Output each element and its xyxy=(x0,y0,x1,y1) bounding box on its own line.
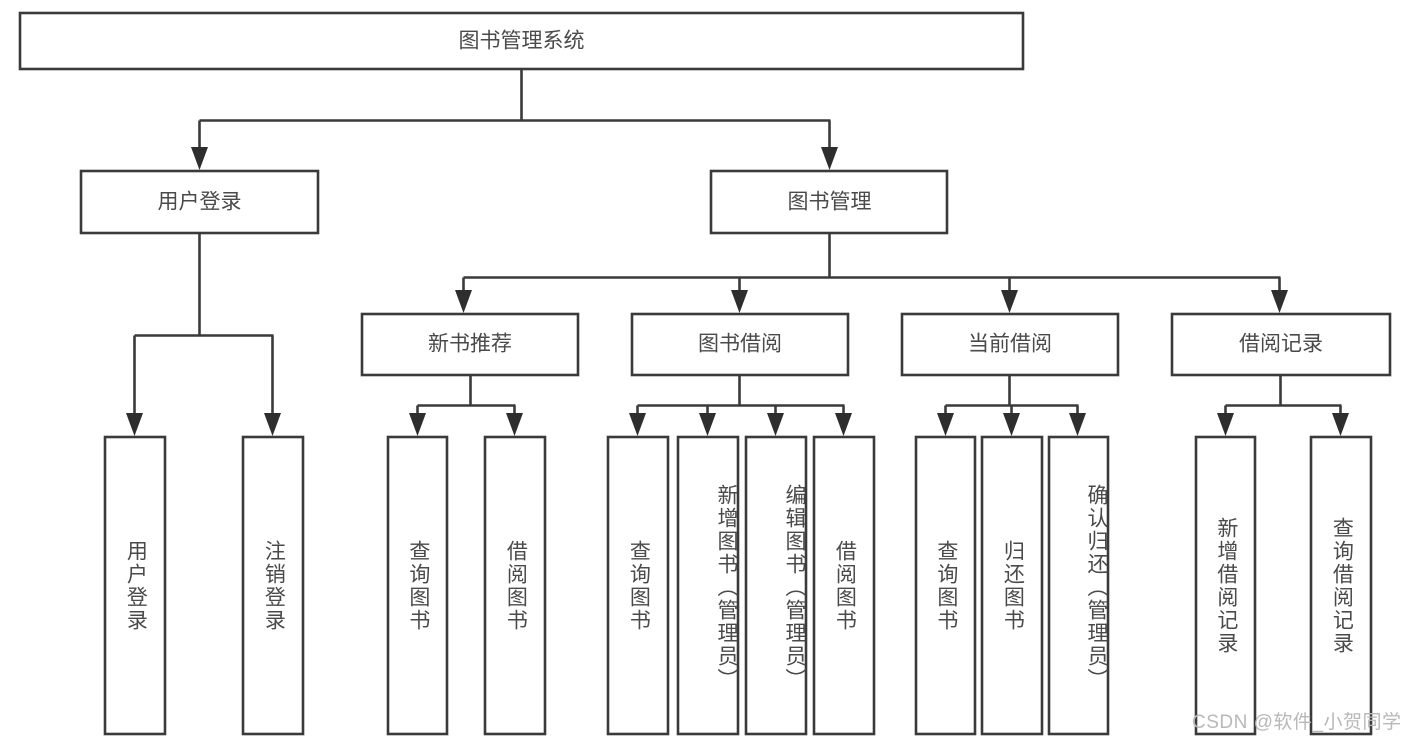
node-box-leaf-confirm-return[interactable] xyxy=(1047,435,1110,736)
arrow-head-borrow-record xyxy=(1271,290,1288,313)
arrow-head-leaf-query-book-2 xyxy=(629,413,646,436)
arrow-head-leaf-borrow-book-1 xyxy=(506,413,523,436)
node-box-book-manage[interactable] xyxy=(709,169,949,235)
node-box-leaf-borrow-book-1[interactable] xyxy=(483,435,547,736)
node-box-leaf-query-book-3[interactable] xyxy=(914,435,977,736)
arrow-head-leaf-query-record xyxy=(1332,413,1349,436)
arrow-head-leaf-borrow-book-2 xyxy=(835,413,852,436)
node-box-leaf-query-book-1[interactable] xyxy=(386,435,449,736)
connector-group-book-manage xyxy=(455,233,1288,313)
arrow-head-leaf-query-book-3 xyxy=(937,413,954,436)
arrow-head-new-book-rec xyxy=(455,290,472,313)
connector-group-root xyxy=(191,69,838,170)
node-box-new-book-rec[interactable] xyxy=(360,312,580,377)
node-box-leaf-add-record[interactable] xyxy=(1194,435,1257,736)
connector-group-borrow-record xyxy=(1217,375,1349,436)
node-box-leaf-user-logout[interactable] xyxy=(241,435,305,736)
connector-group-new-book-rec xyxy=(409,375,523,436)
node-box-leaf-edit-book[interactable] xyxy=(744,435,808,736)
node-box-leaf-user-login[interactable] xyxy=(103,435,167,736)
arrow-head-leaf-user-logout xyxy=(264,413,281,436)
node-user-login[interactable]: 用户登录 xyxy=(79,169,320,235)
node-box-borrow-record[interactable] xyxy=(1170,312,1392,377)
node-box-leaf-query-record[interactable] xyxy=(1309,435,1373,736)
node-root[interactable]: 图书管理系统 xyxy=(18,11,1025,71)
connector-group-user-login xyxy=(126,233,281,436)
leaf-box-group xyxy=(103,435,1373,736)
node-box-leaf-add-book[interactable] xyxy=(676,435,740,736)
node-current-borrow[interactable]: 当前借阅 xyxy=(900,312,1120,377)
node-book-borrow[interactable]: 图书借阅 xyxy=(630,312,850,377)
node-label-current-borrow: 当前借阅 xyxy=(968,333,1052,356)
connector-group-current-borrow xyxy=(937,375,1086,436)
node-label-root: 图书管理系统 xyxy=(459,30,585,53)
node-label-new-book-rec: 新书推荐 xyxy=(428,333,512,356)
arrow-head-book-borrow xyxy=(731,290,748,313)
node-label-book-borrow: 图书借阅 xyxy=(698,333,782,356)
arrow-head-leaf-edit-book xyxy=(767,413,784,436)
node-box-leaf-borrow-book-2[interactable] xyxy=(812,435,876,736)
csdn-watermark: CSDN @软件_小贺同学 xyxy=(1192,712,1402,733)
node-label-book-manage: 图书管理 xyxy=(788,191,872,214)
arrow-head-leaf-user-login xyxy=(126,413,143,436)
node-borrow-record[interactable]: 借阅记录 xyxy=(1170,312,1392,377)
arrow-head-leaf-add-record xyxy=(1217,413,1234,436)
arrow-head-book-manage xyxy=(821,147,838,170)
node-box-leaf-query-book-2[interactable] xyxy=(606,435,670,736)
node-box-user-login[interactable] xyxy=(79,169,320,235)
node-label-user-login: 用户登录 xyxy=(158,191,242,214)
node-box-book-borrow[interactable] xyxy=(630,312,850,377)
node-new-book-rec[interactable]: 新书推荐 xyxy=(360,312,580,377)
node-box-root[interactable] xyxy=(18,11,1025,71)
arrow-head-leaf-add-book xyxy=(699,413,716,436)
node-label-borrow-record: 借阅记录 xyxy=(1239,333,1323,356)
arrow-head-leaf-return-book xyxy=(1003,413,1020,436)
node-box-leaf-return-book[interactable] xyxy=(980,435,1044,736)
arrow-head-current-borrow xyxy=(1001,290,1018,313)
arrow-head-leaf-query-book-1 xyxy=(409,413,426,436)
node-box-current-borrow[interactable] xyxy=(900,312,1120,377)
arrow-head-user-login xyxy=(191,147,208,170)
connector-group-book-borrow xyxy=(629,375,852,436)
node-book-manage[interactable]: 图书管理 xyxy=(709,169,949,235)
arrow-head-leaf-confirm-return xyxy=(1069,413,1086,436)
